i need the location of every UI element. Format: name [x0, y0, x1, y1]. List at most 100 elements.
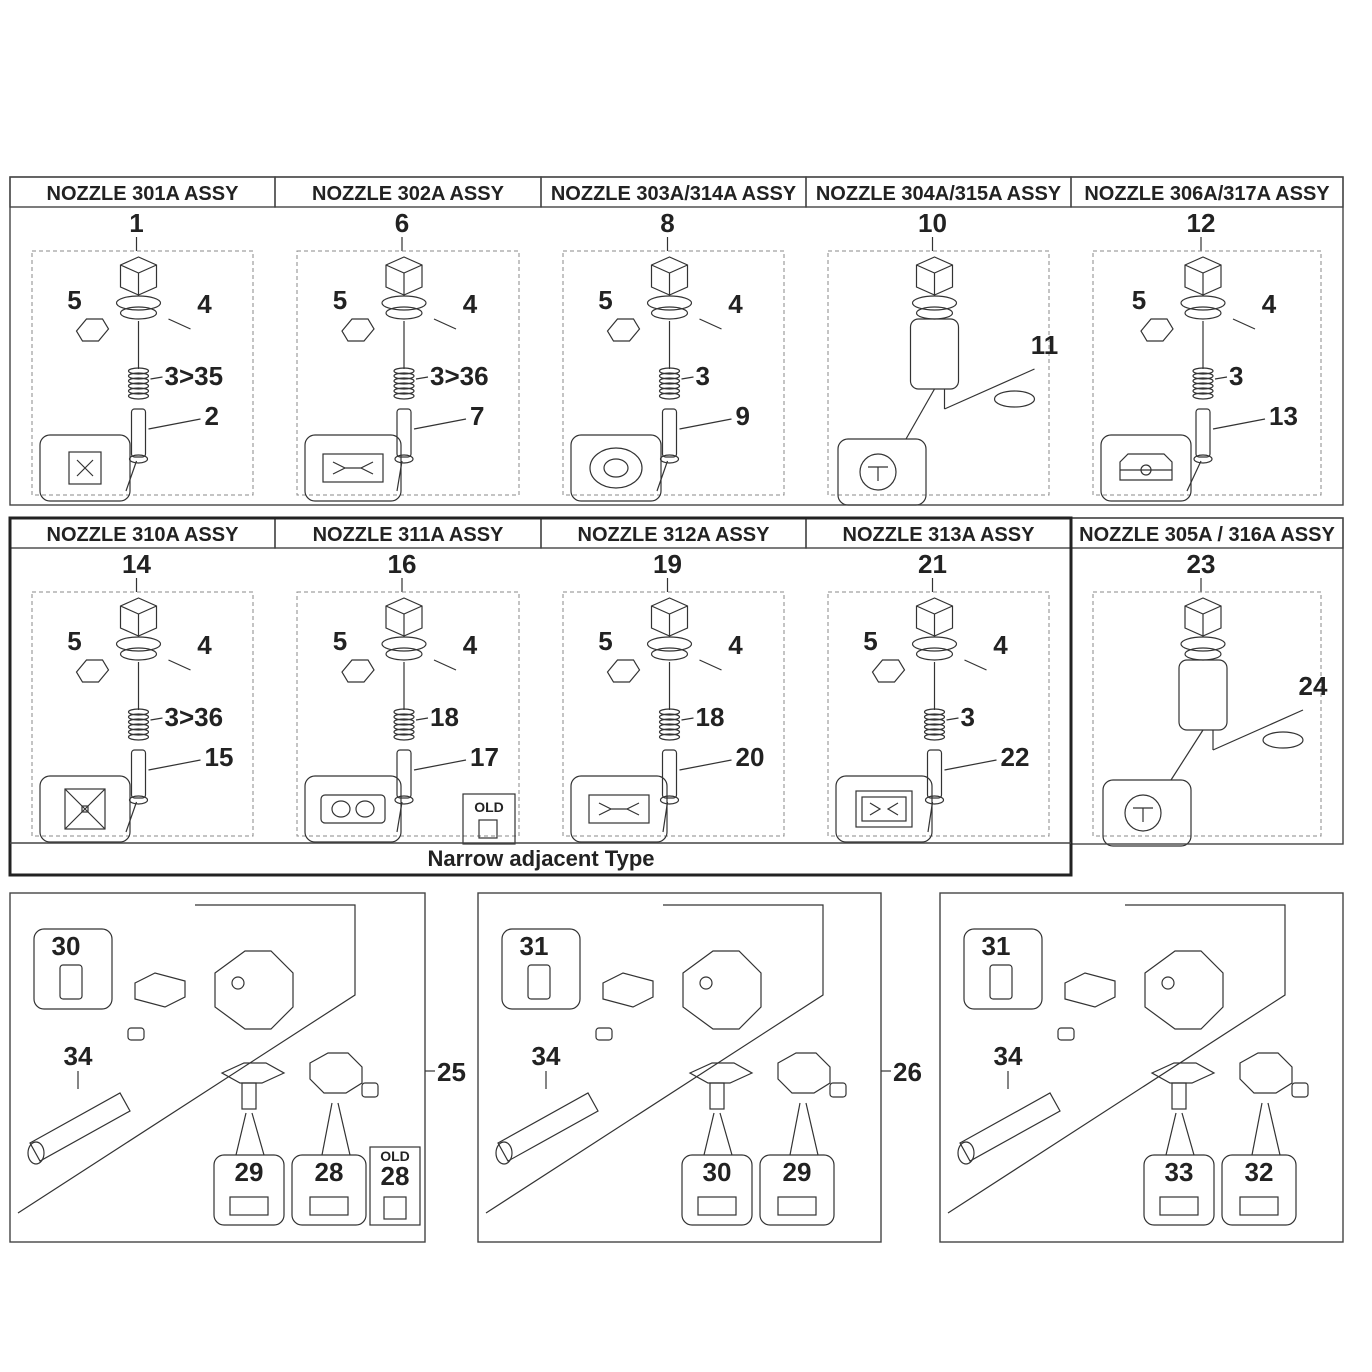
top-detail-box [33, 928, 113, 1010]
nozzle-title: NOZZLE 311A ASSY [313, 524, 504, 546]
old-label: OLD [474, 799, 504, 815]
assembly-number: 12 [1187, 208, 1216, 238]
clamp-part [606, 659, 641, 683]
screw-part [361, 1082, 379, 1098]
assembly-box [31, 250, 254, 496]
center-detail-box [681, 1154, 753, 1226]
assembly-number: 10 [918, 208, 947, 238]
assembly-number: 16 [388, 549, 417, 579]
old-label: OLD [380, 1148, 410, 1164]
narrow-adjacent-label: Narrow adjacent Type [428, 846, 655, 871]
tip-part [661, 408, 678, 458]
head-assembly-number: 25 [437, 1057, 466, 1087]
right-part-number: 32 [1245, 1157, 1274, 1187]
round-t-icon [859, 453, 897, 491]
assembly-number: 23 [1187, 549, 1216, 579]
head-assembly-number: 26 [893, 1057, 922, 1087]
spring-number: 3>36 [430, 361, 489, 391]
pin-part-number: 34 [994, 1041, 1023, 1071]
right-holder-part [309, 1052, 363, 1094]
assembly-box [562, 250, 785, 496]
right-detail-box [759, 1154, 835, 1226]
x-icon [68, 451, 102, 485]
head-cube-part [915, 256, 954, 296]
pin-number: 4 [728, 630, 743, 660]
nozzle-title: NOZZLE 304A/315A ASSY [816, 183, 1062, 205]
top-detail-box [963, 928, 1043, 1010]
assembly-box [296, 591, 520, 837]
tip-number: 13 [1269, 401, 1298, 431]
right-tip-icon [777, 1196, 817, 1216]
tip-detail-box [39, 434, 131, 502]
center-part-number: 29 [235, 1157, 264, 1187]
top-tip-icon [527, 964, 551, 1000]
spring-number: 18 [696, 702, 725, 732]
spring-number: 3 [961, 702, 975, 732]
head-cube-part [385, 597, 423, 637]
slot-icon [1119, 453, 1173, 481]
pin-number: 4 [463, 630, 478, 660]
double-circle-icon [320, 794, 386, 824]
head-cube-part [650, 256, 689, 296]
tip-part [926, 749, 943, 799]
valve-part [134, 972, 186, 1008]
flange-part [911, 636, 958, 652]
o-ring-part [1262, 731, 1304, 749]
tip-number: 2 [205, 401, 219, 431]
ring-number: 11 [1031, 330, 1059, 360]
pin-number: 4 [463, 289, 478, 319]
narrow-adjacent-group: Narrow adjacent Type [8, 516, 1073, 877]
spring-number: 3 [1229, 361, 1243, 391]
assembly-box [1092, 591, 1322, 837]
clamp-part [871, 659, 906, 683]
flange-part [1180, 295, 1226, 311]
flange-part [1180, 636, 1226, 652]
oval-icon [589, 447, 643, 489]
flange-part [646, 295, 693, 311]
spring-part [658, 708, 681, 741]
spring-number: 3>35 [165, 361, 224, 391]
nozzle-cell: NOZZLE 304A/315A ASSY 10 11 [805, 176, 1072, 506]
tip-part [396, 749, 412, 799]
clamp-number: 5 [67, 626, 81, 656]
center-part-number: 33 [1165, 1157, 1194, 1187]
clamp-part [341, 659, 375, 683]
nozzle-title: NOZZLE 306A/317A ASSY [1084, 183, 1330, 205]
flange-part [381, 636, 427, 652]
sleeve-part [1178, 659, 1228, 731]
tip-number: 7 [470, 401, 484, 431]
clamp-number: 5 [67, 285, 81, 315]
wide-x-icon [588, 794, 650, 824]
nozzle-title: NOZZLE 310A ASSY [47, 524, 240, 546]
tip-part [1195, 408, 1211, 458]
flange-part [381, 295, 427, 311]
clamp-number: 5 [1132, 285, 1146, 315]
spring-part [127, 367, 150, 400]
flange-part [115, 636, 162, 652]
tip-number: 15 [205, 742, 234, 772]
clamp-number: 5 [598, 626, 612, 656]
center-detail-box [213, 1154, 285, 1226]
clamp-number: 5 [863, 626, 877, 656]
tip-detail-box [570, 434, 662, 502]
old-part-number: 28 [381, 1161, 410, 1191]
clamp-part [75, 659, 110, 683]
pin-number: 4 [728, 289, 743, 319]
old-tip-icon [478, 819, 498, 839]
head-cube-part [119, 597, 158, 637]
spring-number: 3 [696, 361, 710, 391]
tip-part [661, 749, 678, 799]
head-frame [9, 892, 426, 1243]
tip-detail-box [304, 775, 402, 843]
tip-detail-box [1100, 434, 1192, 502]
nozzle-title: NOZZLE 301A ASSY [47, 183, 240, 205]
spring-part [658, 367, 681, 400]
